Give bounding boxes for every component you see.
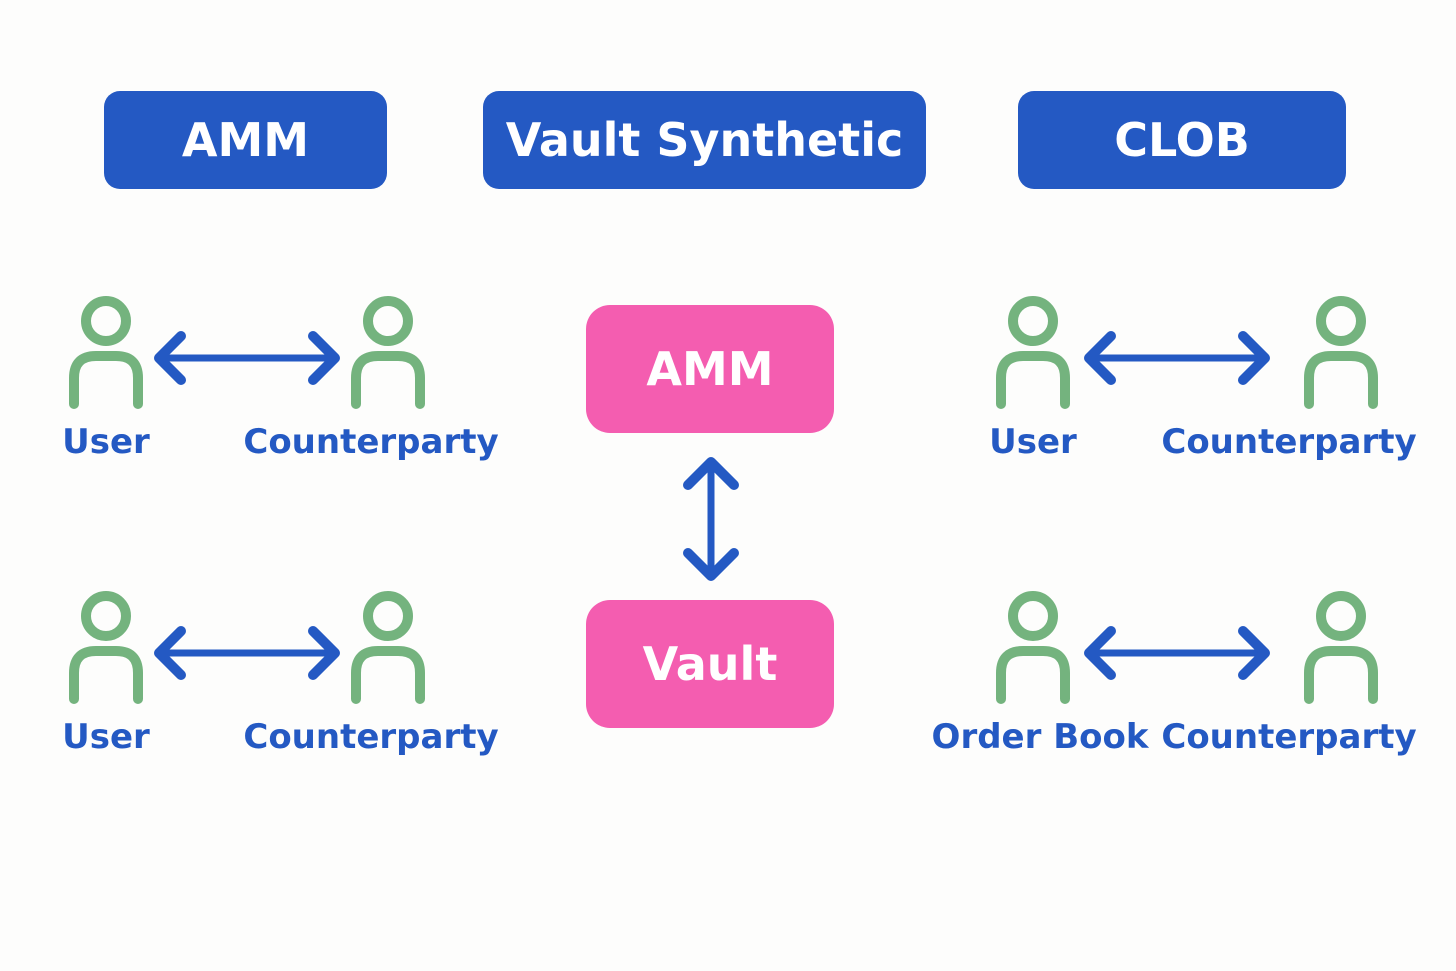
center-vault-box: Vault: [586, 600, 834, 728]
user-icon: [74, 596, 138, 699]
header-clob: CLOB: [1018, 91, 1346, 189]
double-arrow-icon: [159, 336, 335, 380]
order-book-icon: [1001, 596, 1065, 699]
header-amm: AMM: [104, 91, 387, 189]
label-user: User: [62, 422, 150, 462]
center-amm-box: AMM: [586, 305, 834, 433]
label-user: User: [989, 422, 1077, 462]
counterparty-icon: [356, 301, 420, 404]
label-counterparty: Counterparty: [243, 717, 499, 757]
double-arrow-icon: [159, 631, 335, 675]
label-counterparty: Counterparty: [243, 422, 499, 462]
counterparty-icon: [1309, 596, 1373, 699]
label-counterparty: Counterparty: [1161, 717, 1417, 757]
label-order-book: Order Book: [931, 717, 1149, 757]
double-arrow-icon: [1089, 336, 1265, 380]
user-icon: [74, 301, 138, 404]
user-icon: [1001, 301, 1065, 404]
counterparty-icon: [356, 596, 420, 699]
label-counterparty: Counterparty: [1161, 422, 1417, 462]
header-vault-synthetic: Vault Synthetic: [483, 91, 926, 189]
double-arrow-icon: [1089, 631, 1265, 675]
counterparty-icon: [1309, 301, 1373, 404]
label-user: User: [62, 717, 150, 757]
vertical-double-arrow-icon: [683, 457, 739, 581]
